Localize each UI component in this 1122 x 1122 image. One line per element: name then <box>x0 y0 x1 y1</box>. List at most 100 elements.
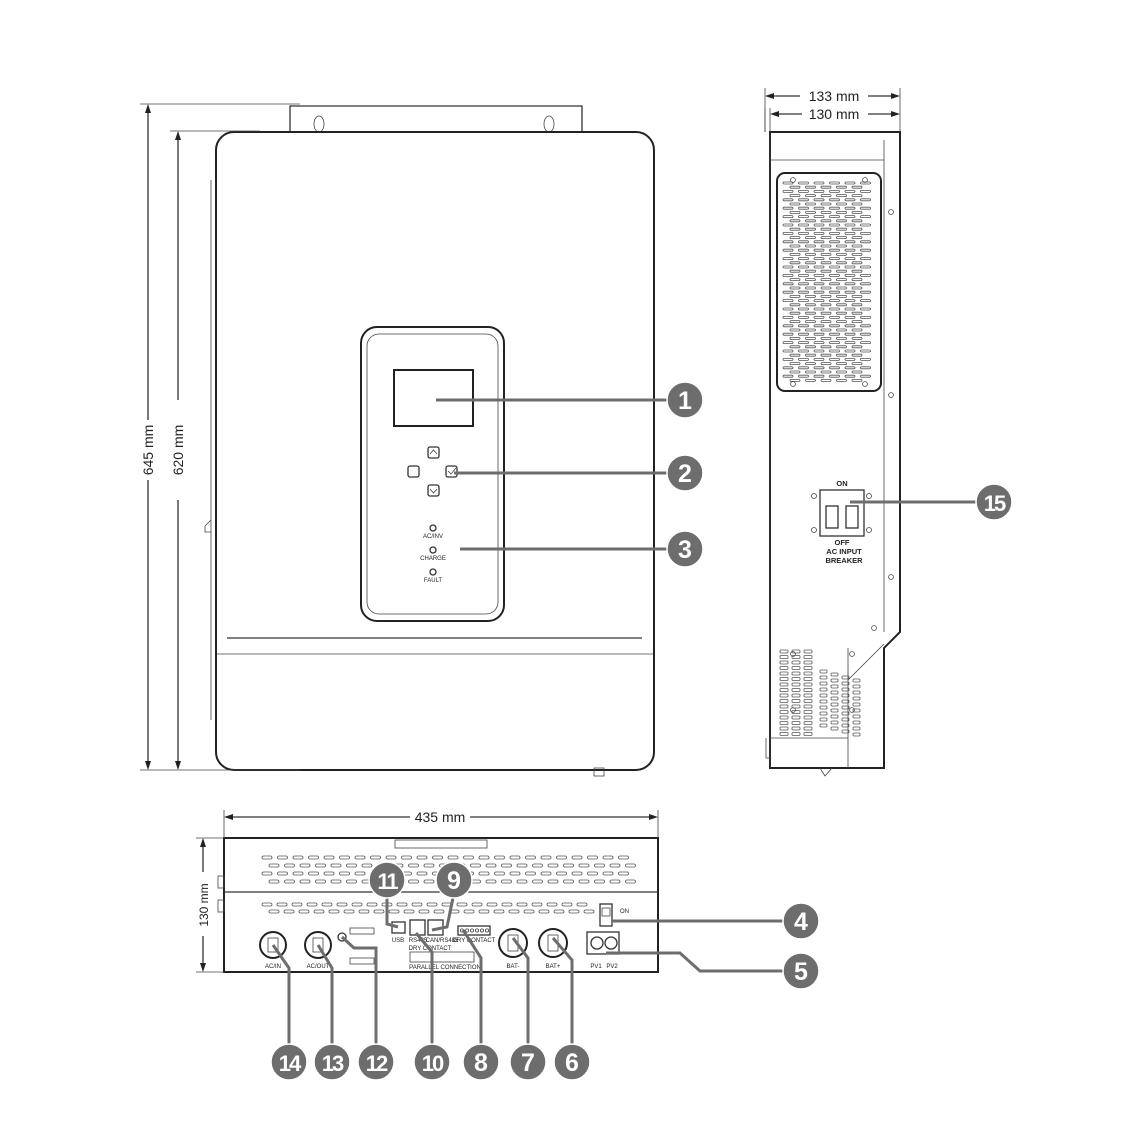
callout-14-badge <box>270 1043 308 1081</box>
callout-15-number: 15 <box>984 491 1006 516</box>
down-button-icon <box>427 484 440 497</box>
callout-4-number: 4 <box>794 908 808 936</box>
callout-leaders <box>271 398 980 1048</box>
callout-10-number: 10 <box>422 1051 444 1076</box>
callout-14-number: 14 <box>279 1051 302 1076</box>
callout-13-number: 13 <box>322 1051 344 1076</box>
led-label-charge: CHARGE <box>420 556 446 562</box>
pv-terminal-block <box>586 931 620 955</box>
callout-11-number: 11 <box>377 869 398 894</box>
front-view: AC/INV CHARGE FAULT <box>204 105 655 777</box>
dry-contact-label: DRY CONTACT <box>453 938 496 944</box>
front-left-tab <box>204 519 212 533</box>
led-acinv-icon <box>429 524 437 532</box>
front-body <box>215 131 655 771</box>
callout-3-badge <box>666 530 704 568</box>
up-arrow-icon <box>429 449 438 455</box>
pv2-label: PV2 <box>606 964 618 970</box>
parallel-ports <box>409 951 475 963</box>
mounting-bracket <box>289 105 583 132</box>
pv2-terminal <box>604 936 618 950</box>
callout-9-number: 9 <box>447 867 461 895</box>
callout-12-badge <box>357 1043 395 1081</box>
callout-12-number: 12 <box>366 1051 388 1076</box>
leader-9 <box>431 892 456 932</box>
callout-3-number: 3 <box>678 536 692 564</box>
acin-label: AC/IN <box>265 964 281 970</box>
callout-2-number: 2 <box>678 460 692 488</box>
up-button-icon <box>427 446 440 459</box>
side-screws <box>790 177 894 713</box>
callout-1-badge <box>666 381 704 419</box>
side-dimensions: 133 mm 130 mm <box>764 88 901 132</box>
callout-8-badge <box>462 1043 500 1081</box>
pv1-terminal <box>590 936 604 950</box>
bottom-dimensions: 435 mm 130 mm <box>196 809 659 973</box>
dim-bottom-depth: 130 mm <box>197 883 211 926</box>
side-vent-top <box>776 172 882 392</box>
leader-7 <box>511 937 530 1048</box>
leader-10 <box>414 932 434 1048</box>
front-dimensions: 645 mm 620 mm <box>140 103 300 771</box>
escape-button-icon <box>407 465 420 478</box>
down-arrow-icon <box>429 488 438 494</box>
callout-15-badge <box>975 483 1013 521</box>
callout-5-number: 5 <box>794 958 808 986</box>
bat-neg-label: BAT- <box>507 964 520 970</box>
usb-label: USB <box>392 938 404 944</box>
leader-14 <box>271 944 291 1048</box>
leader-6 <box>551 937 574 1048</box>
pv-switch <box>599 903 613 927</box>
dim-bottom-width: 435 mm <box>415 809 466 825</box>
callout-10-badge <box>413 1043 451 1081</box>
leader-11 <box>385 893 399 929</box>
mount-hole-right <box>543 115 555 133</box>
check-mark-icon <box>447 467 457 475</box>
callout-6-number: 6 <box>565 1049 579 1077</box>
dim-height-inner: 620 mm <box>170 425 186 476</box>
callout-13-badge <box>313 1043 351 1081</box>
dry-contact-terminal <box>457 925 491 936</box>
bat-pos-terminal <box>538 928 568 958</box>
side-vent-slots <box>782 181 871 382</box>
callout-9-badge <box>435 861 473 899</box>
callout-5-badge <box>782 952 820 990</box>
acout-label: AC/OUT <box>307 964 330 970</box>
led-charge-icon <box>429 546 437 554</box>
bottom-view: AC/IN AC/OUT USB RS485 CAN/RS485 DRY CON… <box>217 837 659 973</box>
callout-8-number: 8 <box>474 1049 488 1077</box>
ac-input-breaker <box>819 489 865 537</box>
dim-height-outer: 645 mm <box>140 425 156 476</box>
acout-terminal <box>304 931 332 959</box>
bat-neg-terminal <box>498 928 528 958</box>
breaker-label-line2: BREAKER <box>825 556 863 565</box>
callout-7-number: 7 <box>521 1049 535 1077</box>
leader-8 <box>461 929 483 1048</box>
breaker-switch-right <box>845 505 859 529</box>
led-label-fault: FAULT <box>424 578 443 584</box>
side-vent-lower <box>779 649 861 737</box>
callout-4-badge <box>782 902 820 940</box>
bat-pos-label: BAT+ <box>546 964 561 970</box>
leader-12 <box>340 935 378 1048</box>
callout-6-badge <box>553 1043 591 1081</box>
lcd-screen <box>393 369 474 427</box>
breaker-on-label: ON <box>836 479 847 488</box>
canrs485-label: CAN/RS485 <box>426 938 459 944</box>
leader-13 <box>316 944 334 1048</box>
breaker-off-label: OFF <box>835 538 850 547</box>
dim-depth-outer: 133 mm <box>809 88 860 104</box>
breaker-label-line1: AC INPUT <box>826 547 862 556</box>
acin-terminal <box>259 931 287 959</box>
callout-7-badge <box>509 1043 547 1081</box>
callout-1-number: 1 <box>678 387 692 415</box>
dim-depth-inner: 130 mm <box>809 106 860 122</box>
front-bottom-stub <box>593 767 605 777</box>
reset-button-icon <box>337 932 347 942</box>
led-fault-icon <box>429 568 437 576</box>
pv1-label: PV1 <box>590 964 602 970</box>
side-view: ON OFF AC INPUT BREAKER <box>764 108 901 777</box>
